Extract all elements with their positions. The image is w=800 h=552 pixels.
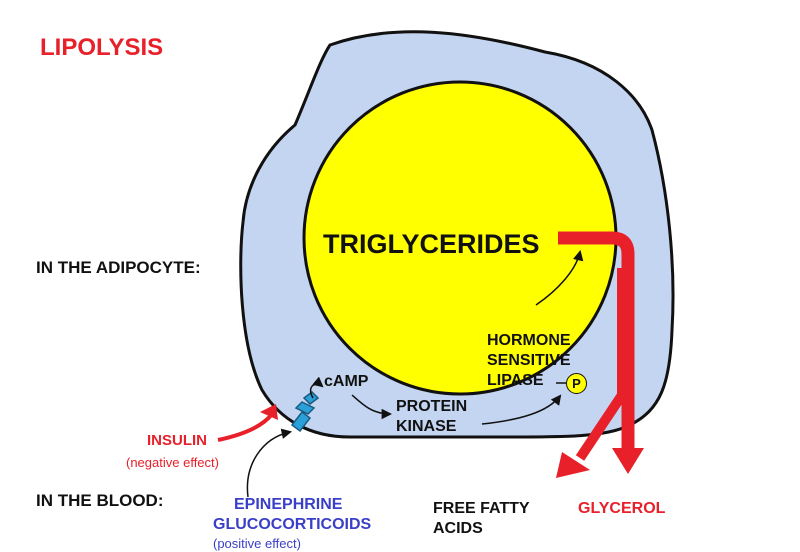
- hsl-activation-arrow: [481, 394, 562, 425]
- triglycerides-label: TRIGLYCERIDES: [323, 229, 540, 259]
- camp-arrow: [309, 376, 324, 399]
- hormone-arrow: [246, 428, 293, 498]
- glycerol-arrowhead: [612, 448, 644, 474]
- phosphate-badge: P: [566, 373, 587, 394]
- insulin-label: INSULIN: [147, 432, 207, 449]
- glycerol-arrow: [558, 231, 635, 450]
- receptor-icon: [290, 391, 320, 433]
- insulin-arrow: [217, 412, 274, 442]
- pka-arrow: [351, 394, 393, 420]
- epinephrine-label: EPINEPHRINE: [234, 496, 343, 513]
- ffa-arrow: [575, 268, 627, 461]
- adipocyte-label: IN THE ADIPOCYTE:: [36, 258, 201, 277]
- camp-label: cAMP: [324, 373, 369, 390]
- glucocorticoids-label: GLUCOCORTICOIDS: [213, 516, 372, 533]
- positive-note: (positive effect): [213, 536, 301, 551]
- insulin-note: (negative effect): [126, 455, 219, 470]
- blood-label: IN THE BLOOD:: [36, 491, 164, 510]
- insulin-arrowhead: [260, 404, 278, 420]
- ffa-arrowhead: [556, 452, 590, 478]
- hydrolysis-arrow: [535, 249, 584, 306]
- page-title: LIPOLYSIS: [40, 34, 164, 61]
- glycerol-label: GLYCEROL: [578, 500, 666, 517]
